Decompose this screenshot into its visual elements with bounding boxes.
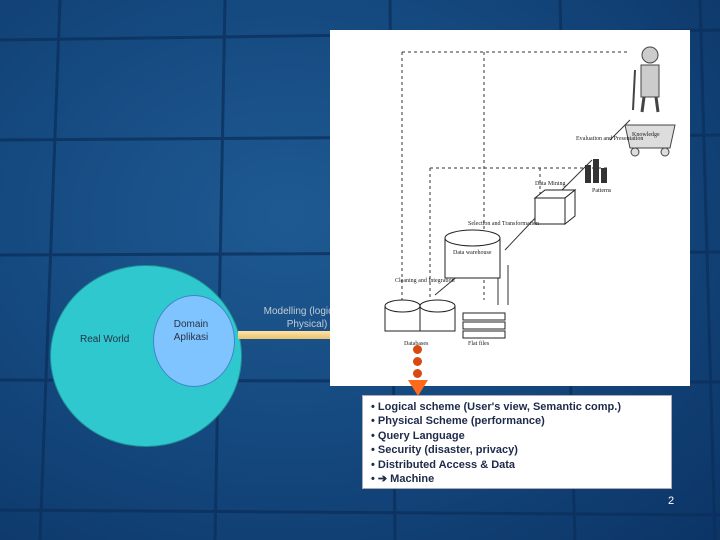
databases-label: Databases	[404, 341, 429, 347]
modelling-arrow	[238, 331, 342, 339]
dotted-connector	[413, 345, 422, 381]
bullet-machine: • ➔ Machine	[371, 473, 435, 486]
domain-aplikasi-ellipse	[153, 295, 235, 387]
selection-label: Selection and Transformation	[468, 220, 539, 227]
bullet-logical-scheme: • Logical scheme (User's view, Semantic …	[371, 401, 621, 413]
connector-dot	[413, 369, 422, 378]
bullet-query-language: • Query Language	[371, 429, 465, 442]
cleaning-label: Cleaning and Integration	[395, 278, 455, 284]
bullet-physical-scheme: • Physical Scheme (performance)	[371, 415, 545, 428]
flat-files-label: Flat files	[468, 340, 490, 347]
page-number: 2	[668, 495, 675, 507]
modelling-label: Modelling (logical & Physical)	[263, 306, 351, 330]
domain-aplikasi-label: Domain Aplikasi	[173, 319, 209, 343]
connector-dot	[413, 357, 422, 366]
kdd-process-diagram: Evaluation and Presentation Knowledge Pa…	[384, 46, 676, 347]
connector-dot	[413, 345, 422, 354]
real-world-label: Real World	[80, 334, 130, 345]
bullet-distributed-access: • Distributed Access & Data	[371, 458, 516, 471]
data-mining-label: Data Mining	[535, 181, 566, 187]
evaluation-label: Evaluation and Presentation	[576, 136, 643, 142]
patterns-label: Patterns	[592, 188, 612, 194]
data-warehouse-label: Data warehouse	[453, 250, 492, 256]
down-arrow-icon	[408, 380, 428, 396]
bullet-box: • Logical scheme (User's view, Semantic …	[362, 395, 672, 489]
knowledge-label: Knowledge	[632, 132, 660, 138]
kdd-process-figure: Evaluation and Presentation Knowledge Pa…	[330, 30, 690, 386]
bullet-security: • Security (disaster, privacy)	[371, 444, 518, 457]
